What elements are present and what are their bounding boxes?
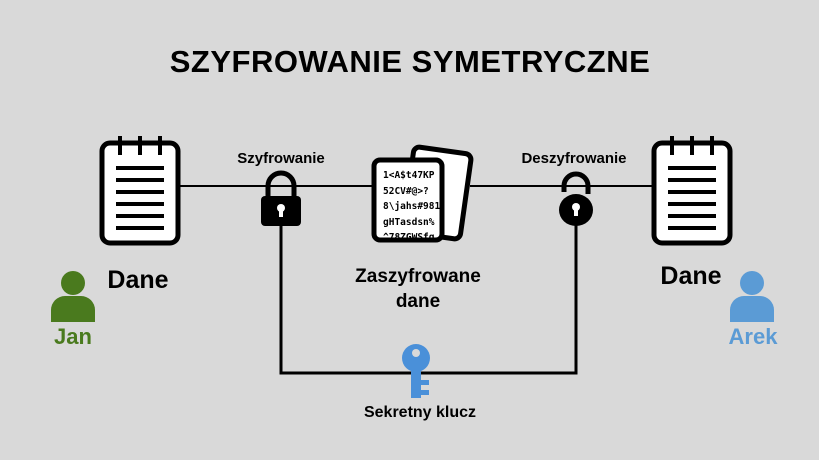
person-icon-jan <box>51 271 95 322</box>
decrypt-label: Deszyfrowanie <box>521 150 627 167</box>
document-icon-right <box>651 136 733 246</box>
encrypt-label: Szyfrowanie <box>237 150 325 167</box>
document-icon-left <box>99 136 181 246</box>
cipher-line: 8\jahs#981 <box>383 201 441 212</box>
sender-name: Jan <box>54 324 92 349</box>
cipher-line: gHTasdsn% <box>383 216 435 228</box>
cipher-line: ^78ZGWSfg <box>383 232 435 243</box>
closed-lock-icon <box>261 170 301 226</box>
cipher-text: 1<A$t47KP 52CV#@>? 8\jahs#981 gHTasdsn% … <box>383 168 440 246</box>
page-title: SZYFROWANIE SYMETRYCZNE <box>169 44 651 79</box>
cipher-line: 52CV#@>? <box>383 185 429 197</box>
open-lock-icon <box>559 171 593 226</box>
right-data-label: Dane <box>660 262 722 290</box>
left-data-label: Dane <box>107 266 169 294</box>
key-icon <box>402 344 430 398</box>
receiver-name: Arek <box>728 324 778 349</box>
encrypted-data-label-line2: dane <box>395 291 441 312</box>
person-icon-arek <box>730 271 774 322</box>
key-connector-line <box>279 225 578 375</box>
encrypted-data-label-line1: Zaszyfrowane <box>355 266 481 287</box>
encrypted-document-icon <box>371 144 474 243</box>
cipher-line: 1<A$t47KP <box>383 170 435 181</box>
secret-key-label: Sekretny klucz <box>363 404 477 421</box>
